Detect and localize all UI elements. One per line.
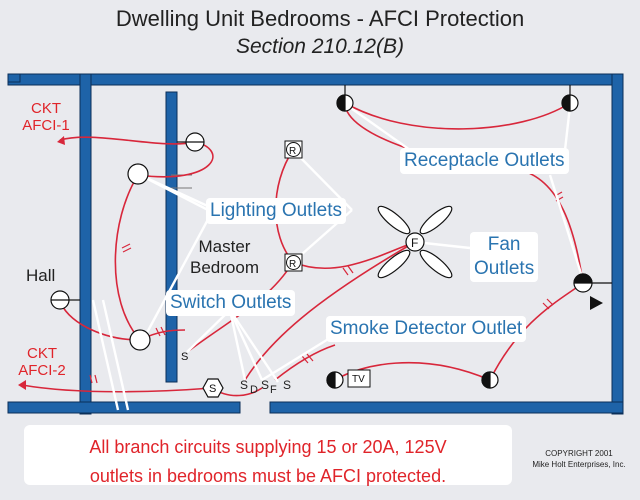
fan-outlets-line1: Fan — [487, 234, 521, 255]
switch-fan-s: S — [261, 378, 270, 392]
bottom-wall-right — [269, 401, 624, 414]
ceiling-fan-symbol — [377, 205, 453, 279]
receptacle-top-right — [561, 85, 579, 112]
receptacle-top-left — [336, 85, 354, 112]
master-bedroom-line2: Bedroom — [190, 258, 259, 277]
bottom-wall-left — [7, 401, 241, 414]
circuit-afci1-line1: CKT — [31, 100, 61, 117]
master-bedroom-label: Master Bedroom — [190, 236, 259, 278]
closet-wall — [165, 91, 178, 383]
switch-third-s: S — [283, 378, 292, 392]
right-wall — [611, 73, 624, 415]
circuit-afci1-label: CKT AFCI-1 — [14, 100, 78, 134]
top-wall — [7, 73, 624, 86]
copyright-line2: Mike Holt Enterprises, Inc. — [532, 460, 626, 469]
receptacle-symbols — [50, 85, 612, 389]
circuit-afci1-line2: AFCI-1 — [22, 117, 70, 134]
tv-letters: TV — [352, 374, 365, 385]
fan-symbol-letter: F — [411, 236, 418, 250]
circuit-afci2-line2: AFCI-2 — [18, 362, 66, 379]
receptacle-hall — [50, 290, 80, 310]
fan-outlets-callout: Fan Outlets — [470, 232, 539, 282]
afci1-arrowhead — [57, 136, 65, 145]
lighting-outlet-top — [127, 163, 149, 185]
switch-closet-letter: S — [181, 351, 188, 363]
receptacle-bottom-right — [481, 371, 499, 389]
switch-outlets-callout: Switch Outlets — [166, 290, 296, 316]
data-outlet-triangle — [590, 296, 603, 310]
smoke-detector-symbol — [202, 378, 224, 398]
lighting-outlet-bottom — [129, 329, 151, 351]
walls — [7, 73, 624, 415]
receptacle-right-wall — [573, 273, 612, 293]
master-bedroom-line1: Master — [198, 237, 251, 256]
hall-label: Hall — [26, 266, 56, 285]
afci2-arrowhead — [18, 380, 26, 390]
circuit-afci2-line1: CKT — [27, 345, 57, 362]
switch-fan-f: F — [270, 384, 277, 396]
smoke-detector-letter: S — [209, 383, 216, 395]
callout-pointers — [91, 105, 585, 411]
diagram-title: Dwelling Unit Bedrooms - AFCI Protection — [115, 6, 525, 31]
fan-outlets-line2: Outlets — [474, 258, 535, 279]
copyright-notice: COPYRIGHT 2001 Mike Holt Enterprises, In… — [520, 448, 638, 470]
notice-line2: outlets in bedrooms must be AFCI protect… — [89, 466, 447, 486]
copyright-line1: COPYRIGHT 2001 — [545, 449, 613, 458]
switch-dimmer-s: S — [240, 378, 249, 392]
receptacle-outlets-callout: Receptacle Outlets — [400, 148, 569, 174]
receptacle-bottom-left — [326, 371, 344, 389]
lighting-outlets-callout: Lighting Outlets — [206, 198, 347, 224]
circuit-afci2-label: CKT AFCI-2 — [10, 345, 74, 379]
smoke-detector-callout: Smoke Detector Outlet — [326, 316, 527, 342]
switch-dimmer-d: D — [250, 384, 258, 396]
receptacle-closet — [177, 132, 205, 152]
recessed-bottom-letter: R — [289, 259, 296, 270]
tv-outlet-symbol — [347, 369, 371, 388]
left-wall — [79, 73, 92, 415]
hall-wall-top — [7, 73, 21, 83]
recessed-top-letter: R — [289, 146, 296, 157]
notice-line1: All branch circuits supplying 15 or 20A,… — [89, 437, 447, 457]
diagram-subtitle: Section 210.12(B) — [235, 35, 405, 58]
afci-requirement-notice: All branch circuits supplying 15 or 20A,… — [24, 425, 512, 486]
